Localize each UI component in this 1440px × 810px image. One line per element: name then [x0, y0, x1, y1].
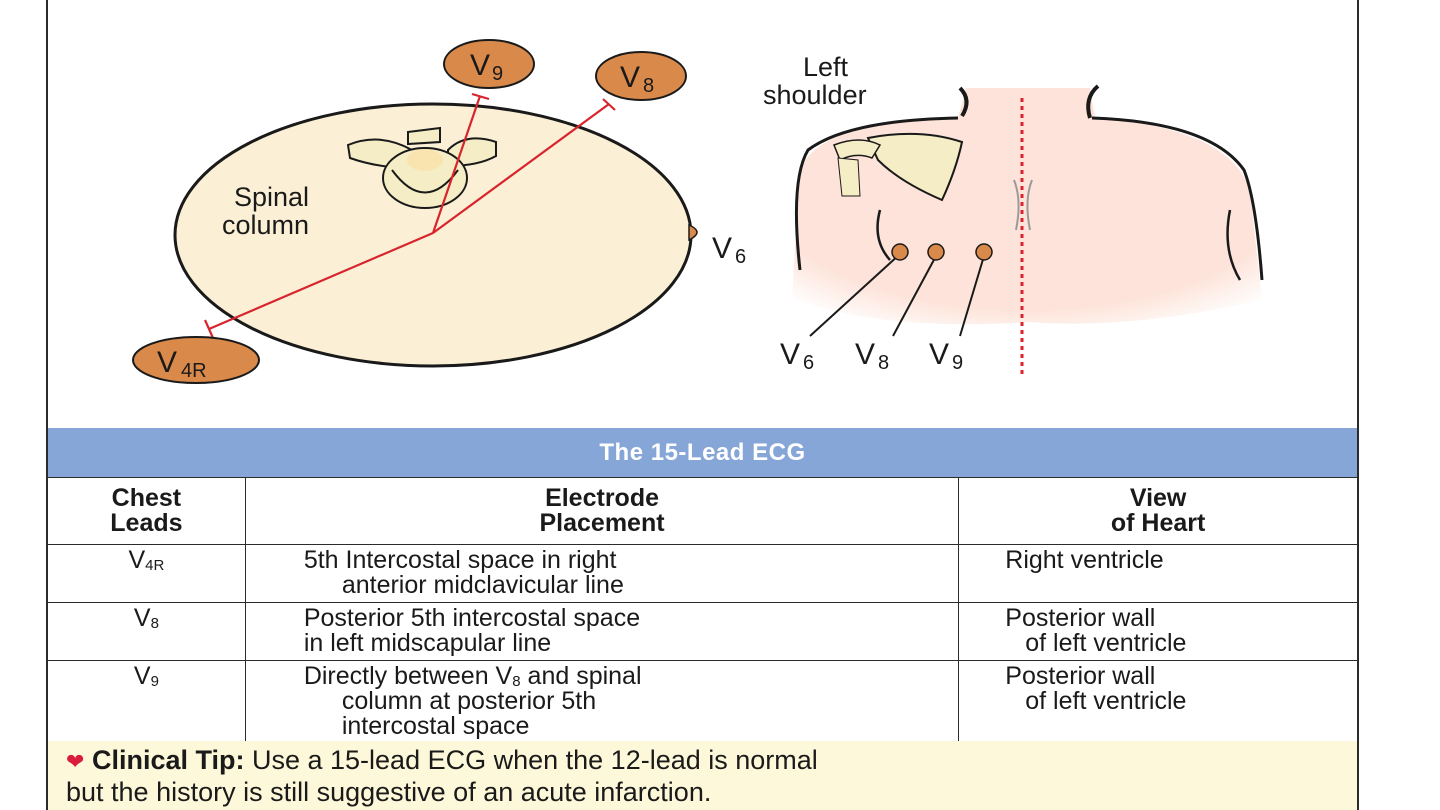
- back-lead-v8-sub: 8: [878, 352, 889, 374]
- view-cell: Posterior wall of left ventricle: [958, 602, 1357, 661]
- header-chest-leads: Chest Leads: [48, 477, 246, 545]
- table-row: V4R 5th Intercostal space in right anter…: [48, 544, 1357, 603]
- electrode-badge-v8: V 8: [595, 51, 687, 101]
- badge-v9-sub: 9: [492, 63, 503, 85]
- badge-v8-letter: V: [620, 61, 640, 94]
- lead-letter: V: [133, 604, 151, 632]
- badge-v4r-letter: V: [157, 346, 177, 379]
- electrode-v6-cross-section: V 6: [688, 223, 746, 268]
- table-row: V9 Directly between V8 and spinal column…: [48, 660, 1357, 744]
- table-header-row: Chest Leads Electrode Placement View of …: [48, 477, 1357, 545]
- placement-cell: Posterior 5th intercostal space in left …: [244, 602, 960, 661]
- lead-subscript: 9: [150, 673, 159, 690]
- placement-line3: intercostal space: [341, 712, 530, 740]
- view-line2: of left ventricle: [1025, 629, 1187, 657]
- placement-cell: 5th Intercostal space in right anterior …: [244, 544, 960, 603]
- lead-cell: V9: [48, 660, 246, 744]
- table-title-banner: The 15-Lead ECG: [48, 428, 1357, 477]
- back-torso-illustration: [792, 84, 1264, 378]
- badge-v8-sub: 8: [643, 75, 654, 97]
- header-chest-leads-line1: Chest: [111, 484, 182, 512]
- ecg-lead-table: Chest Leads Electrode Placement View of …: [48, 477, 1357, 744]
- back-lead-v6-letter: V: [780, 338, 800, 371]
- placement-line1: Directly between V8 and spinal: [303, 662, 958, 690]
- back-lead-v9-letter: V: [929, 338, 949, 371]
- placement-line1: 5th Intercostal space in right: [303, 546, 617, 574]
- header-placement-line1: Electrode: [545, 484, 659, 512]
- clinical-tip: ❤ Clinical Tip: Use a 15-lead ECG when t…: [48, 741, 1357, 810]
- view-line2: of left ventricle: [1025, 687, 1187, 715]
- header-placement-line2: Placement: [539, 509, 665, 537]
- clinical-tip-label: Clinical Tip:: [91, 745, 245, 775]
- spinal-label-line2: column: [222, 210, 309, 240]
- header-view-of-heart: View of Heart: [958, 477, 1357, 545]
- back-lead-v9-sub: 9: [952, 352, 963, 374]
- lead-letter: V: [128, 546, 146, 574]
- lead-subscript: 4R: [145, 557, 165, 574]
- electrode-badge-v9: V 9: [443, 39, 535, 89]
- back-lead-v8-letter: V: [855, 338, 875, 371]
- table-row: V8 Posterior 5th intercostal space in le…: [48, 602, 1357, 661]
- header-view-line2: of Heart: [1110, 509, 1206, 537]
- header-chest-leads-line2: Leads: [110, 509, 183, 537]
- shoulder-label-line2: shoulder: [763, 80, 867, 110]
- lead-letter: V: [133, 662, 151, 690]
- lead-vector-lines: [203, 92, 616, 339]
- header-electrode-placement: Electrode Placement: [244, 477, 960, 545]
- view-cell: Right ventricle: [958, 544, 1357, 603]
- clinical-tip-text-line2: but the history is still suggestive of a…: [66, 777, 712, 807]
- placement-line1: Posterior 5th intercostal space: [303, 604, 641, 632]
- clinical-tip-text: Use a 15-lead ECG when the 12-lead is no…: [244, 745, 818, 775]
- view-line1: Right ventricle: [1005, 546, 1164, 574]
- electrode-diagram: V 9 V 8 V 4R V 6 Spinal column: [132, 39, 1264, 384]
- v6-sub: 6: [735, 246, 746, 268]
- placement-line2: anterior midclavicular line: [341, 571, 624, 599]
- heart-icon: ❤: [66, 749, 85, 774]
- electrode-badge-v4r: V 4R: [132, 336, 260, 384]
- spinal-label-line1: Spinal: [234, 182, 309, 212]
- header-view-line1: View: [1129, 484, 1187, 512]
- v6-letter: V: [712, 232, 732, 265]
- placement-line2: in left midscapular line: [303, 629, 552, 657]
- placement-line1-start: Directly between V: [303, 662, 513, 690]
- badge-v9-letter: V: [470, 49, 490, 82]
- placement-line2: column at posterior 5th: [341, 687, 597, 715]
- badge-v4r-sub: 4R: [181, 360, 207, 382]
- lead-subscript: 8: [150, 615, 159, 632]
- placement-line1-end: and spinal: [520, 662, 642, 690]
- shoulder-label-line1: Left: [803, 52, 849, 82]
- figure-frame: [46, 0, 1359, 810]
- lead-cell: V8: [48, 602, 246, 661]
- back-electrodes: V 6 V 8 V 9: [780, 243, 993, 374]
- view-line1: Posterior wall: [1005, 662, 1156, 690]
- placement-line1-sub: 8: [512, 673, 521, 690]
- view-cell: Posterior wall of left ventricle: [958, 660, 1357, 744]
- back-lead-v6-sub: 6: [803, 352, 814, 374]
- view-line1: Posterior wall: [1005, 604, 1156, 632]
- lead-cell: V4R: [48, 544, 246, 603]
- placement-cell: Directly between V8 and spinal column at…: [244, 660, 960, 744]
